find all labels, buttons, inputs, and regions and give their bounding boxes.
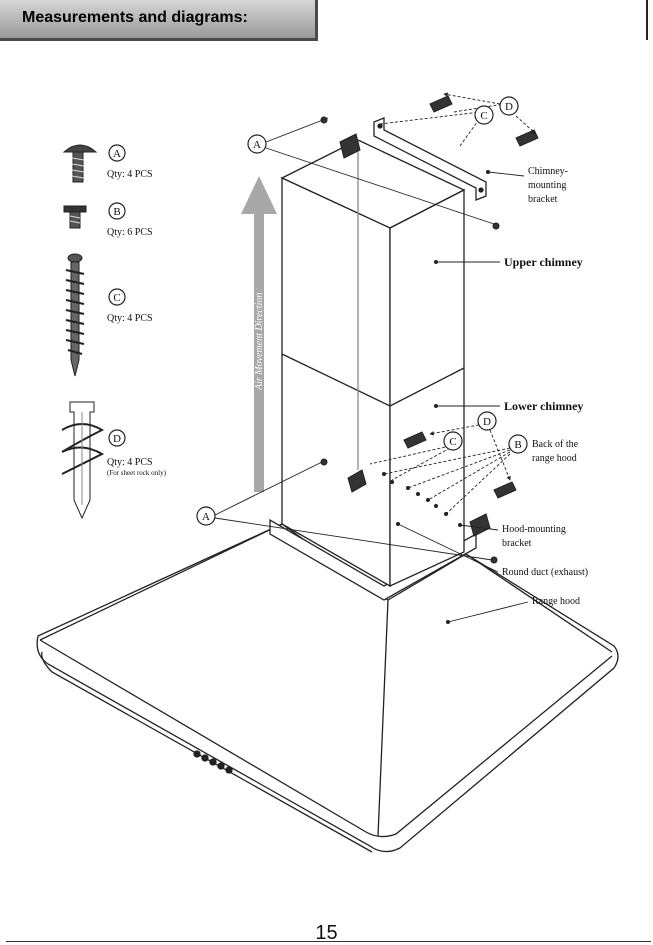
label-chimney-bracket-1: Chimney-	[528, 166, 568, 177]
part-a-letter: A	[113, 148, 121, 160]
part-d-callout: D	[109, 430, 125, 446]
svg-text:D: D	[505, 101, 513, 113]
callout-d-top: D	[500, 97, 518, 115]
control-buttons-icon	[194, 751, 232, 773]
part-a-qty: Qty: 4 PCS	[107, 169, 153, 180]
label-chimney-bracket-3: bracket	[528, 194, 558, 205]
callout-c-bottom: C	[444, 432, 462, 450]
screw-a-icon	[64, 145, 96, 182]
svg-text:B: B	[514, 439, 521, 451]
label-hood-bracket-1: Hood-mounting	[502, 524, 566, 535]
callout-c-top: C	[475, 106, 493, 124]
callout-a-bottom: A	[197, 507, 215, 525]
label-back-1: Back of the	[532, 439, 579, 450]
part-d-letter: D	[113, 433, 121, 445]
chimney	[282, 140, 464, 586]
label-chimney-bracket-2: mounting	[528, 180, 566, 191]
part-b-qty: Qty: 6 PCS	[107, 227, 153, 238]
svg-text:C: C	[449, 436, 456, 448]
callout-d-bottom: D	[478, 412, 496, 430]
svg-text:A: A	[253, 139, 261, 151]
screw-b-icon	[64, 206, 86, 228]
bottom-rule	[6, 941, 651, 942]
air-direction-label: Air Movement Direction	[254, 293, 265, 391]
svg-text:C: C	[480, 110, 487, 122]
callout-b: B	[509, 435, 527, 453]
part-c-letter: C	[113, 292, 120, 304]
label-back-2: range hood	[532, 453, 577, 464]
label-hood-bracket-2: bracket	[502, 538, 532, 549]
callout-a-top: A	[248, 135, 266, 153]
label-round-duct: Round duct (exhaust)	[502, 567, 588, 578]
label-lower-chimney: Lower chimney	[504, 399, 583, 413]
part-d-qty: Qty: 4 PCS	[107, 457, 153, 468]
label-upper-chimney: Upper chimney	[504, 255, 583, 269]
part-b-callout: B	[109, 203, 125, 219]
part-c-callout: C	[109, 289, 125, 305]
svg-text:A: A	[202, 511, 210, 523]
anchor-d-icon	[62, 402, 102, 518]
screw-c-icon	[66, 254, 84, 376]
svg-text:D: D	[483, 416, 491, 428]
part-d-note: (For sheet rock only)	[107, 469, 167, 477]
part-c-qty: Qty: 4 PCS	[107, 313, 153, 324]
part-b-letter: B	[113, 206, 120, 218]
part-a-callout: A	[109, 145, 125, 161]
label-range-hood: Range hood	[532, 596, 580, 607]
